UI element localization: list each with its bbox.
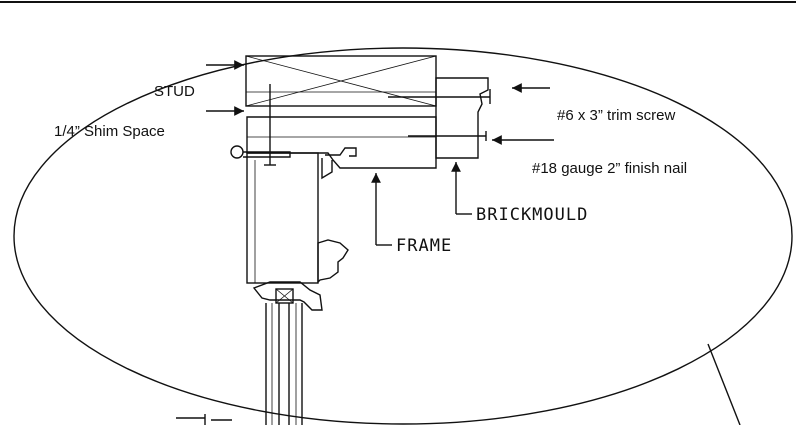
brickmould	[435, 77, 489, 159]
frame-label: FRAME	[396, 236, 452, 256]
glazing-stop	[252, 281, 323, 311]
brickmould-label: BRICKMOULD	[476, 205, 588, 225]
window-jamb	[246, 152, 319, 284]
shim-space-label: 1/4” Shim Space	[54, 123, 165, 140]
interior-moulding	[317, 239, 349, 284]
glass-pane	[265, 303, 303, 425]
lower-detail-fragment	[176, 414, 232, 425]
shim-fastener	[230, 84, 291, 166]
finish-nail-label: #18 gauge 2” finish nail	[532, 160, 687, 177]
frame-head	[246, 116, 437, 169]
trim-screw	[388, 89, 491, 104]
finish-nail	[408, 131, 487, 141]
weatherstrip-clip	[321, 147, 357, 180]
stud-label: STUD	[154, 83, 195, 100]
trim-screw-label: #6 x 3” trim screw	[557, 107, 676, 124]
callout-leader-line	[707, 343, 741, 425]
detail-callout-ellipse	[13, 47, 793, 425]
stud-member	[245, 55, 437, 107]
